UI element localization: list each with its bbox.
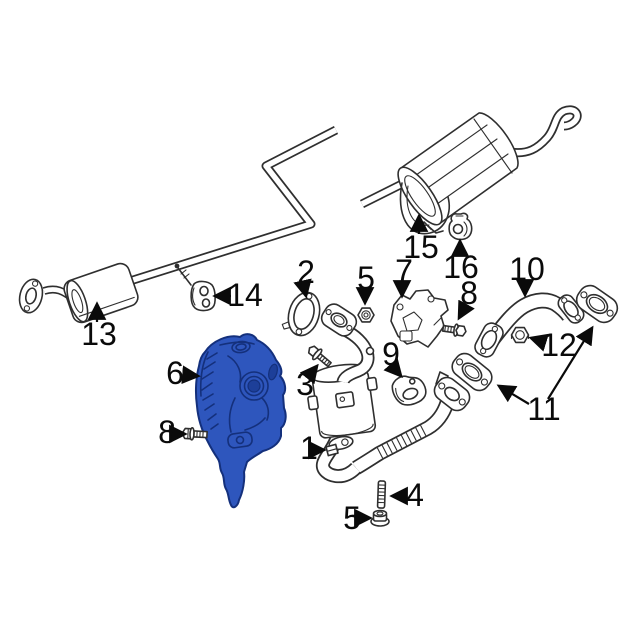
callout-2: 2 — [293, 254, 315, 299]
part-16-hanger-insulator — [448, 212, 473, 241]
callout-11: 11 — [496, 325, 594, 427]
callout-5-top-label: 5 — [357, 260, 375, 296]
callout-10-label: 10 — [509, 251, 545, 287]
part-7-bracket — [390, 289, 449, 348]
callout-12-label: 12 — [541, 327, 577, 363]
callout-8-left-label: 8 — [158, 414, 176, 450]
callout-5-top: 5 — [355, 260, 375, 306]
callout-12: 12 — [528, 327, 577, 363]
callout-3: 3 — [296, 363, 319, 402]
part-14-hanger-insulator — [174, 263, 216, 312]
callout-9: 9 — [382, 336, 403, 379]
callout-1-label: 1 — [300, 430, 318, 466]
callout-16-label: 16 — [443, 249, 479, 285]
part-11-gasket-right — [575, 284, 619, 324]
part-8-bolt-right — [441, 323, 467, 337]
callout-9-label: 9 — [382, 336, 400, 372]
part-12-nut — [510, 326, 530, 344]
part-9-insulator — [391, 375, 427, 406]
callout-7-label: 7 — [395, 253, 413, 289]
part-5-nut-top — [357, 307, 375, 323]
callout-7: 7 — [392, 253, 413, 299]
callout-10: 10 — [509, 251, 545, 298]
part-4-stud — [376, 480, 387, 509]
callout-13-label: 13 — [81, 316, 117, 352]
part-2-gasket — [281, 291, 321, 337]
callout-6-label: 6 — [166, 355, 184, 391]
part-11-gasket-left — [451, 352, 493, 392]
callout-14: 14 — [212, 277, 263, 313]
part-1-flange-nut — [325, 443, 339, 457]
callout-4-label: 4 — [406, 477, 424, 513]
callout-2-label: 2 — [297, 254, 315, 290]
callout-8-left: 8 — [158, 414, 188, 450]
callout-14-label: 14 — [227, 277, 263, 313]
part-15-rear-muffler — [359, 105, 582, 235]
callout-8-right: 8 — [457, 275, 478, 321]
callout-6: 6 — [166, 355, 201, 391]
part-6-heat-shield — [194, 333, 287, 509]
part-13-resonator-pipe — [18, 125, 339, 324]
callout-11-label: 11 — [527, 391, 560, 427]
part-5-nut-bottom — [370, 509, 390, 527]
callout-13: 13 — [81, 301, 117, 352]
callout-15: 15 — [403, 213, 439, 265]
callout-4: 4 — [389, 477, 424, 513]
part-3-bolt — [307, 345, 332, 368]
callout-3-label: 3 — [296, 366, 314, 402]
part-1-catalytic-converter — [307, 303, 471, 484]
callout-16: 16 — [443, 238, 479, 285]
callout-15-label: 15 — [403, 229, 439, 265]
part-10-pipe — [474, 292, 585, 358]
callout-1: 1 — [300, 430, 327, 466]
callout-5-bottom: 5 — [343, 500, 373, 536]
callout-5-bottom-label: 5 — [343, 500, 361, 536]
callouts: 13 14 15 16 2 5 7 8 — [81, 213, 594, 536]
callout-8-right-label: 8 — [460, 275, 478, 311]
